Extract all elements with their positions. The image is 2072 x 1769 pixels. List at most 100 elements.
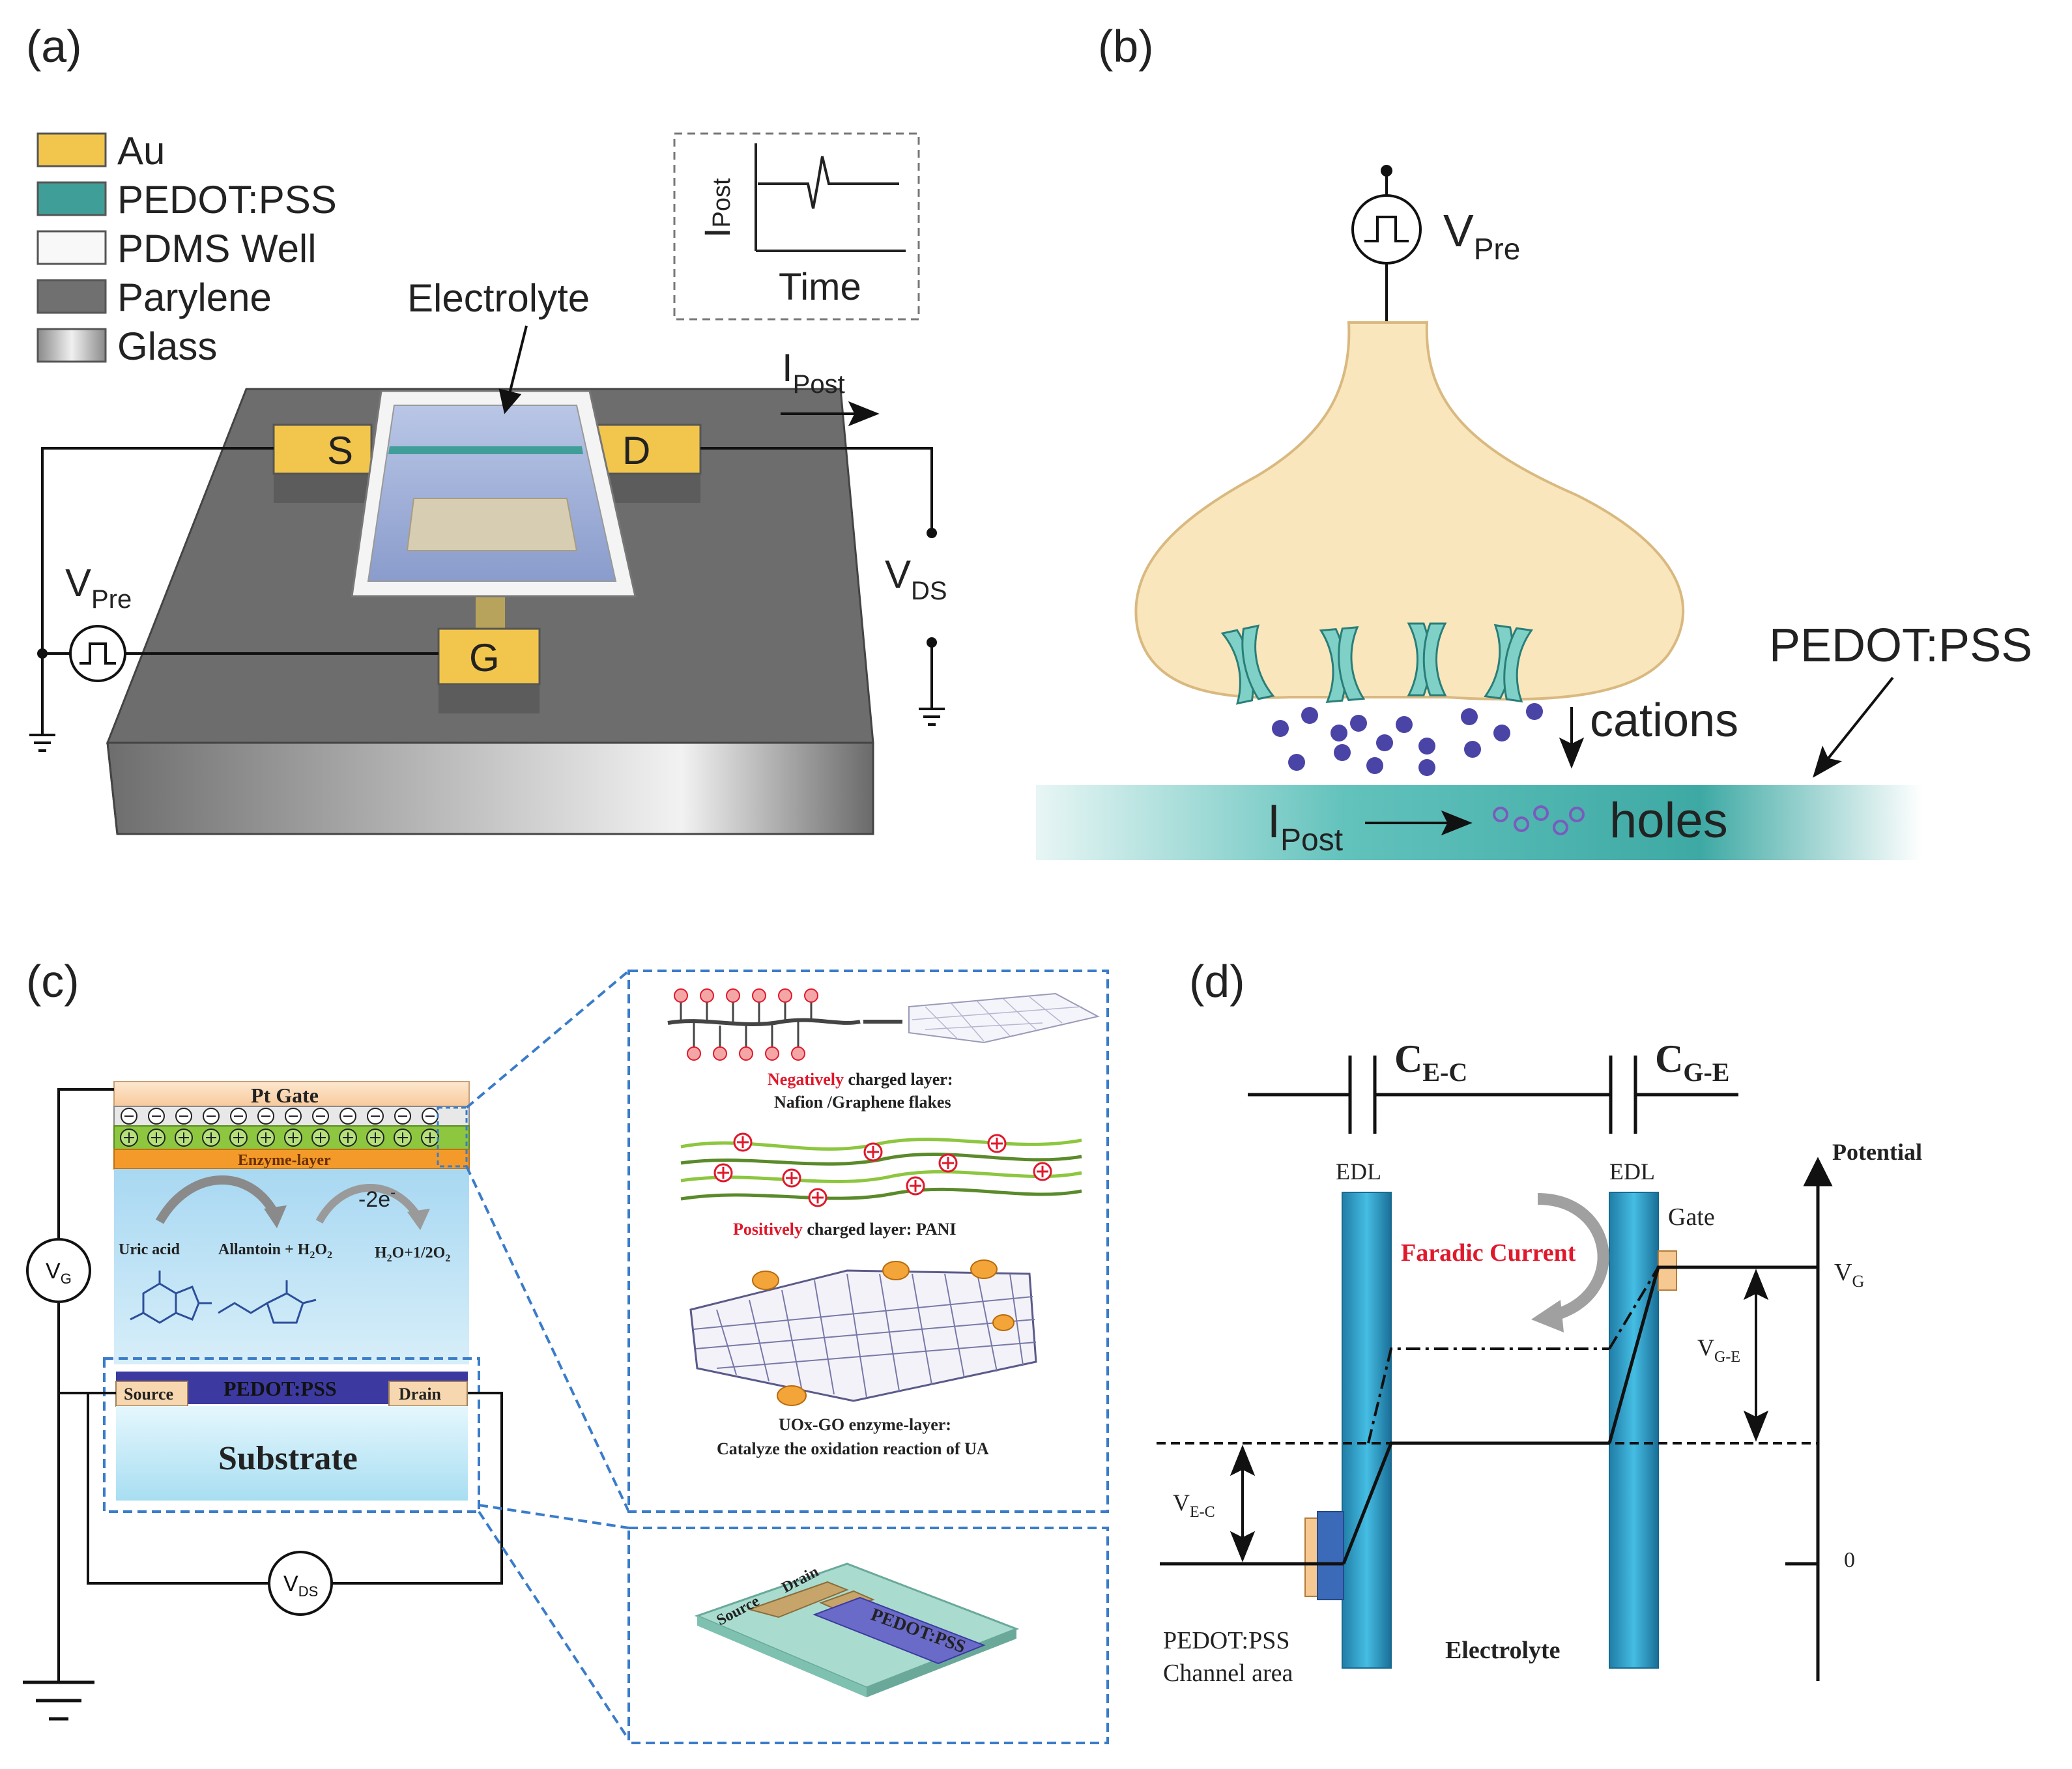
legend-label-au: Au: [117, 129, 165, 173]
electrolyte-pointer: [498, 325, 528, 414]
hole: [1514, 816, 1529, 832]
legend-a: Au PEDOT:PSS PDMS Well Parylene Glass: [36, 129, 337, 368]
vpre-node: [37, 648, 48, 659]
capacitor-circuit: [1248, 1056, 1738, 1134]
legend-label-pedot: PEDOT:PSS: [117, 178, 337, 222]
capacitor-cge-label: CG-E: [1655, 1037, 1729, 1087]
legend-label-parylene: Parylene: [117, 276, 272, 319]
zoom-connectors: [465, 970, 630, 1741]
panel-c: (c) Pt Gate Enzyme-layer: [23, 956, 1109, 1744]
edl-right-label: EDL: [1609, 1158, 1655, 1185]
cation: [1376, 734, 1393, 751]
vge-label: VG-E: [1697, 1334, 1740, 1366]
positive-charge-marks: [717, 1136, 1048, 1203]
uox-caption-1: UOx-GO enzyme-layer:: [779, 1415, 951, 1434]
enzyme-layer: [113, 1149, 470, 1170]
vds-label-c: VDS: [283, 1572, 318, 1600]
uox-caption-2: Catalyze the oxidation reaction of UA: [717, 1439, 989, 1458]
drain-pad-c: [388, 1381, 468, 1407]
positive-layer-caption: Positively charged layer: PANI: [733, 1220, 957, 1239]
reaction-arrowhead-1: [264, 1205, 287, 1228]
source-label-c: Source: [124, 1385, 173, 1403]
electrolyte-label: Electrolyte: [407, 276, 590, 320]
edl-bar-left: [1342, 1192, 1392, 1669]
circuit-c: [57, 1088, 503, 1682]
source-pad: [272, 424, 373, 475]
potential-profile-dashdot: [1367, 1266, 1660, 1444]
pedot-channel-b: [1036, 785, 1922, 860]
reaction-arrow-1: [155, 1175, 278, 1224]
gate-electrolyte-area: [406, 498, 578, 551]
ipost-label-a: IPost: [782, 346, 845, 399]
vpre-label-a: VPre: [65, 561, 132, 614]
legend-label-glass: Glass: [117, 324, 217, 368]
substrate-label: Substrate: [218, 1440, 358, 1477]
cation: [1418, 738, 1435, 755]
legend-label-pdms: PDMS Well: [117, 227, 317, 270]
ion-channels: [1220, 622, 1534, 705]
hole: [1493, 807, 1508, 822]
nafion-polymer-illustration: [667, 988, 902, 1061]
legend-swatch-pedot: [36, 181, 107, 216]
cation: [1493, 725, 1510, 741]
ion-channel: [1319, 626, 1366, 703]
panel-c-label: (c): [26, 956, 79, 1007]
electrolyte-label-d: Electrolyte: [1445, 1637, 1561, 1664]
cation: [1526, 703, 1543, 720]
panel-b-label: (b): [1098, 21, 1154, 72]
pedot-channel-label-2: Channel area: [1163, 1660, 1293, 1687]
zoom-marker-box: [437, 1106, 468, 1168]
zero-label: 0: [1844, 1548, 1855, 1572]
faradic-current-label: Faradic Current: [1401, 1239, 1576, 1267]
potential-axis-label: Potential: [1832, 1139, 1922, 1165]
vds-label: VDS: [885, 553, 947, 605]
enzyme-layer-label: Enzyme-layer: [238, 1152, 331, 1169]
faradic-arrowhead: [1531, 1300, 1564, 1332]
pedot-channel-label-1: PEDOT:PSS: [1163, 1627, 1290, 1654]
transistor-3d-illustration: Source Drain PEDOT:PSS: [694, 1562, 1020, 1697]
panel-a-label: (a): [26, 21, 82, 72]
potential-profile-solid: [1160, 1265, 1818, 1566]
water-oxygen-label: H2O+1/2O2: [375, 1244, 450, 1264]
graphene-flake-illustration: [908, 992, 1100, 1044]
pulse-source-icon: [69, 625, 126, 682]
cation: [1461, 708, 1478, 725]
pedot-pointer-b: [1813, 676, 1894, 778]
panel-d-label: (d): [1189, 956, 1245, 1007]
drain-pad: [595, 424, 702, 475]
vg-label-c: VG: [46, 1259, 72, 1287]
cation: [1272, 720, 1289, 737]
negative-layer-caption-2: Nafion /Graphene flakes: [774, 1093, 951, 1112]
vec-label: VE-C: [1173, 1489, 1215, 1521]
ground-icon: [23, 1680, 94, 1721]
panel-b: (b) VPre: [1036, 21, 2032, 860]
uric-acid-molecule: [130, 1271, 212, 1324]
faradic-current-arrow: [1537, 1193, 1609, 1322]
pani-chain-illustration: [680, 1138, 1082, 1201]
ipost-spike-trace: [758, 156, 899, 209]
drain-label-c: Drain: [399, 1385, 442, 1403]
presynaptic-terminal: [1134, 321, 1685, 701]
pedot-label-b: PEDOT:PSS: [1769, 620, 2032, 672]
reaction-arrow-2: [315, 1183, 420, 1224]
legend-swatch-glass: [36, 328, 107, 363]
nafion-layer: [113, 1106, 470, 1127]
pedot-label-c: PEDOT:PSS: [223, 1377, 337, 1400]
hole: [1533, 805, 1549, 821]
vpre-label-b: VPre: [1443, 205, 1520, 266]
edl-bar-right: [1609, 1192, 1659, 1669]
panel-d: (d) CE-C CG-E EDL EDL Gate Potential 0 V…: [1157, 956, 1922, 1687]
capacitor-cec-label: CE-C: [1394, 1037, 1467, 1087]
ion-channel: [1220, 624, 1275, 705]
cation: [1396, 716, 1413, 733]
cation: [1331, 725, 1347, 741]
ion-channel: [1483, 624, 1534, 703]
inset-ylabel: IPost: [697, 178, 738, 238]
ground-icon: [919, 708, 945, 726]
graphene-oxide-sheet: [689, 1269, 1037, 1402]
allantoin-label: Allantoin + H2O2: [218, 1241, 332, 1261]
cation: [1366, 757, 1383, 774]
holes-label: holes: [1609, 793, 1728, 848]
pt-gate-label: Pt Gate: [251, 1084, 319, 1107]
